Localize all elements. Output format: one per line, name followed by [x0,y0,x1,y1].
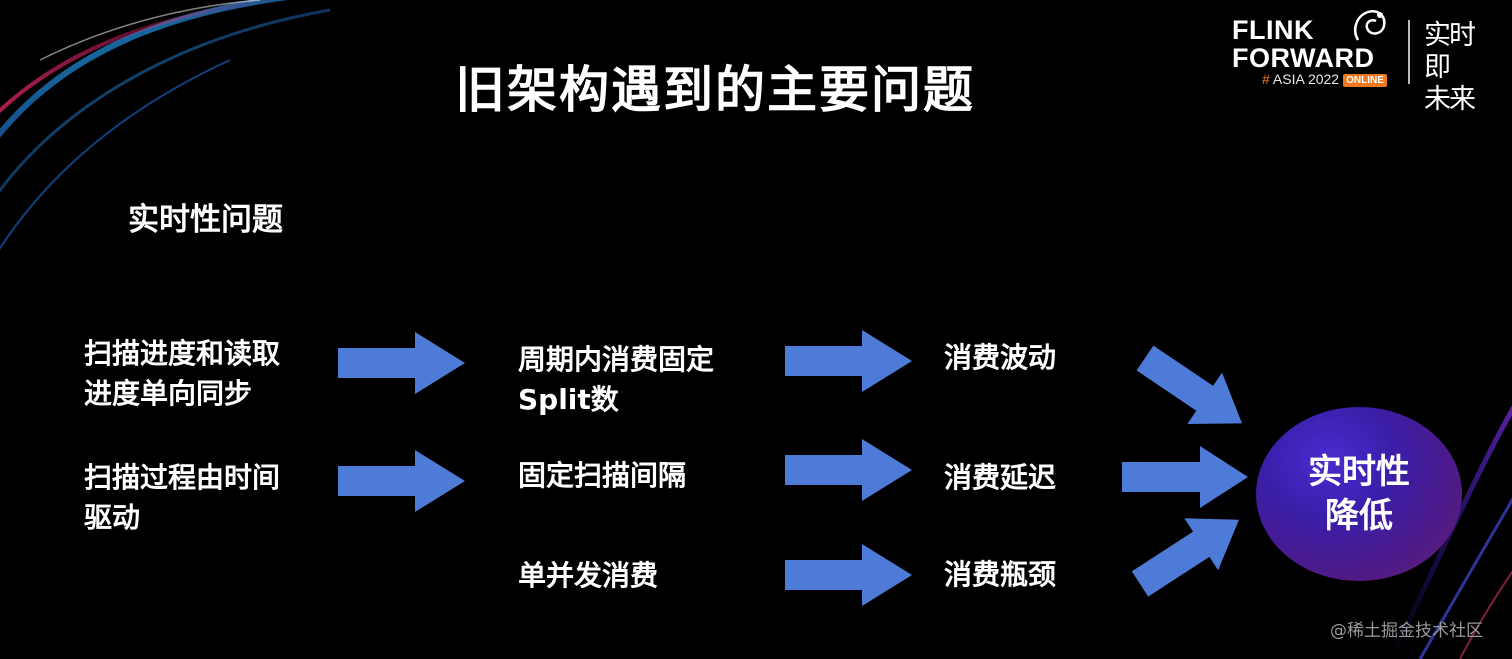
logo-slogan: 实时即 未来 [1424,20,1484,116]
watermark: @稀土掘金技术社区 [1330,621,1483,641]
arrow-cause-2 [338,450,465,512]
mechanism-line: 周期内消费固定 [518,343,715,376]
arrow-effect-3 [1131,518,1239,597]
arrow-effect-2 [1122,446,1248,508]
logo-flink: FLINK [1232,15,1314,45]
mechanism-text: 周期内消费固定 Split数 [518,340,714,420]
slide-title: 旧架构遇到的主要问题 [455,61,975,119]
result-line: 实时性 [1308,452,1410,492]
cause-line: 扫描过程由时间 [84,461,281,494]
cause-text: 扫描进度和读取 进度单向同步 [84,334,280,414]
logo-slogan-line: 未来 [1424,84,1476,115]
mechanism-line: 单并发消费 [518,559,659,592]
logo-online-badge: ONLINE [1343,74,1387,87]
cause-line: 进度单向同步 [84,377,253,410]
logo-event-text: ASIA 2022 [1272,71,1340,87]
logo-slogan-line: 实时即 [1424,20,1476,83]
arrow-mechanism-1 [785,330,912,392]
arrow-effect-1 [1136,345,1242,424]
arrow-cause-1 [338,332,465,394]
cause-line: 驱动 [84,501,141,534]
arrow-mechanism-2 [785,439,912,501]
cause-text: 扫描过程由时间 驱动 [84,458,280,538]
section-heading: 实时性问题 [128,202,283,238]
arrow-mechanism-3 [785,544,912,606]
logo-hash: # [1262,71,1270,87]
mechanism-text: 固定扫描间隔 [518,456,686,496]
result-line: 降低 [1325,496,1393,536]
effect-text: 消费波动 [944,341,1057,374]
squirrel-icon [1354,10,1386,41]
effect-text: 消费瓶颈 [944,558,1057,591]
mechanism-line: Split数 [518,383,619,416]
mechanism-line: 固定扫描间隔 [518,459,687,492]
cause-line: 扫描进度和读取 [84,337,281,370]
result-circle: 实时性 降低 [1256,407,1462,581]
logo-forward: FORWARD [1232,43,1375,73]
effect-text: 消费延迟 [944,461,1057,494]
mechanism-text: 单并发消费 [518,556,658,596]
logo-divider [1408,20,1410,84]
